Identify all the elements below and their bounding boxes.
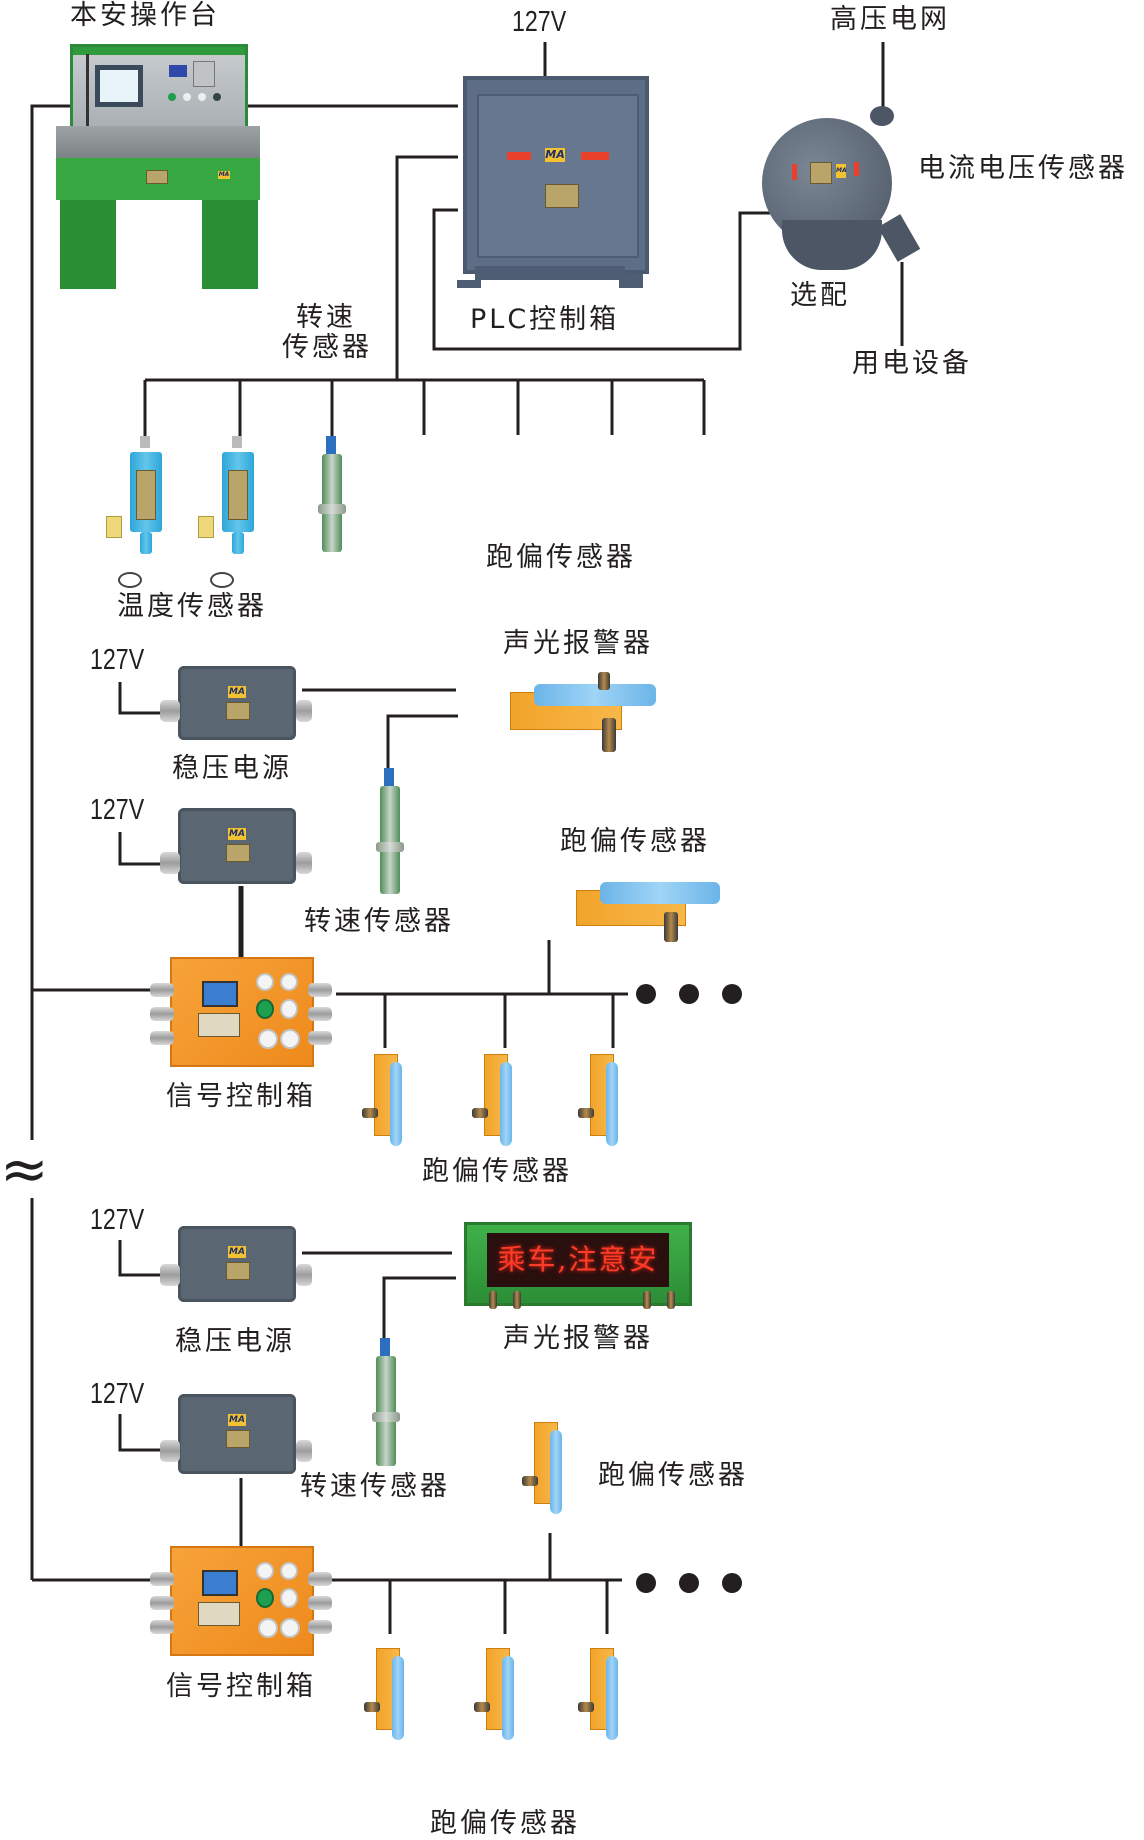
seg1-deviation-sensor	[576, 1052, 630, 1148]
cv-sensor-label: 电流电压传感器	[918, 153, 1128, 184]
seg1-signal-box-label: 信号控制箱	[166, 1081, 316, 1112]
grid-label: 高压电网	[830, 4, 950, 35]
cable-gland	[296, 1440, 312, 1462]
seg1-deviation-sensor-top-label: 跑偏传感器	[560, 826, 710, 857]
seg2-alarm-label: 声光报警器	[503, 1323, 653, 1354]
seg1-audible-visual-alarm	[508, 672, 658, 756]
console-body: MA	[56, 158, 260, 200]
continuation-dot	[722, 984, 742, 1004]
console-button	[168, 93, 176, 101]
temperature-sensor	[194, 436, 264, 588]
seg2-signal-box-label: 信号控制箱	[166, 1671, 316, 1702]
seg1-regulated-power-supply: MA	[178, 666, 296, 740]
nameplate	[545, 184, 579, 208]
continuation-dot	[679, 1573, 699, 1593]
seg1-psu2-voltage: 127V	[90, 794, 145, 826]
console-leg-right	[202, 200, 258, 289]
seg2-deviation-sensors-label: 跑偏传感器	[430, 1808, 580, 1839]
seg2-regulated-power-supply: MA	[178, 1226, 296, 1302]
console-desk	[56, 126, 260, 158]
continuation-dot	[679, 984, 699, 1004]
console-antenna	[86, 54, 89, 154]
speed-sensor-label-line2: 传感器	[282, 332, 372, 363]
seg1-psu2-supply	[118, 832, 170, 866]
cable-gland	[160, 852, 180, 874]
temperature-sensor-label: 温度传感器	[117, 591, 267, 622]
grid-inlet	[870, 106, 894, 126]
seg1-signal-control-box	[146, 955, 336, 1073]
deviation-sensor-label: 跑偏传感器	[486, 542, 636, 573]
seg1-speed-sensor	[368, 768, 412, 900]
seg1-deviation-sensor-horizontal	[574, 870, 722, 946]
seg2-deviation-sensor	[576, 1646, 630, 1742]
seg1-deviation-sensor	[360, 1052, 414, 1148]
seg2-deviation-sensor	[472, 1646, 526, 1742]
seg2-psu1-label: 稳压电源	[175, 1326, 295, 1357]
console-keypad	[193, 61, 215, 87]
plc-enclosure: MA	[463, 76, 649, 274]
load-label: 用电设备	[852, 348, 972, 379]
seg1-regulated-power-supply-2: MA	[178, 808, 296, 884]
plc-label: PLC控制箱	[470, 304, 620, 335]
continuation-dot	[636, 1573, 656, 1593]
seg2-psu1-supply	[118, 1240, 166, 1277]
seg2-psu2-voltage: 127V	[90, 1378, 145, 1410]
seg1-psu1-label: 稳压电源	[172, 753, 292, 784]
line-break-symbol: ≈	[0, 1135, 49, 1203]
console-touchscreen	[95, 65, 143, 107]
speed-sensor	[310, 436, 354, 568]
cable-gland	[296, 852, 312, 874]
ma-mark: MA	[545, 148, 565, 162]
seg2-deviation-sensor	[362, 1646, 416, 1742]
console-display	[169, 65, 187, 77]
seg1-speed-sensor-label: 转速传感器	[304, 906, 454, 937]
seg1-alarm-label: 声光报警器	[503, 628, 653, 659]
speed-sensor-label-line1: 转速	[296, 302, 356, 333]
seg1-psu1-voltage: 127V	[90, 644, 145, 676]
seg1-psu1-supply	[118, 682, 170, 715]
console-button	[183, 93, 191, 101]
led-display-text: 乘车,注意安全!	[487, 1233, 669, 1287]
seg1-speed-alarm-link	[386, 714, 458, 772]
console-leg-left	[60, 200, 116, 289]
seg2-led-alarm-display: 乘车,注意安全!	[464, 1222, 692, 1309]
signal-box-lcd	[202, 981, 238, 1007]
temperature-sensor	[102, 436, 172, 588]
seg2-regulated-power-supply-2: MA	[178, 1394, 296, 1474]
console-control-panel	[70, 44, 248, 132]
plc-stand	[475, 266, 625, 280]
continuation-dot	[636, 984, 656, 1004]
current-voltage-sensor: MA	[760, 100, 921, 280]
plc-supply-voltage: 127V	[512, 6, 567, 38]
seg1-deviation-sensors-label: 跑偏传感器	[422, 1156, 572, 1187]
console-button	[213, 93, 221, 101]
cable-gland	[160, 700, 180, 722]
seg2-psu2-supply	[118, 1414, 166, 1452]
cable-gland	[296, 700, 312, 722]
console-button	[198, 93, 206, 101]
seg2-psu1-voltage: 127V	[90, 1204, 145, 1236]
sensor-body	[782, 220, 882, 270]
intrinsically-safe-console: MA	[52, 44, 262, 289]
plc-cv-sensor-link	[432, 208, 770, 351]
optional-label: 选配	[790, 280, 850, 311]
seg2-speed-sensor	[364, 1338, 408, 1470]
cable-gland	[160, 1264, 180, 1286]
console-label: 本安操作台	[70, 0, 220, 31]
seg2-deviation-sensor-side-label: 跑偏传感器	[598, 1460, 748, 1491]
signal-box-lcd	[202, 1570, 238, 1596]
seg2-signal-control-box	[146, 1544, 336, 1662]
cable-gland	[160, 1440, 180, 1462]
cable-gland	[296, 1264, 312, 1286]
continuation-dot	[722, 1573, 742, 1593]
seg2-speed-alarm-link	[382, 1276, 456, 1340]
plc-sensor-bus-feed	[395, 155, 458, 380]
load-outlet	[877, 214, 921, 262]
seg2-deviation-sensor-side	[520, 1420, 576, 1516]
seg2-speed-sensor-label: 转速传感器	[300, 1471, 450, 1502]
seg1-deviation-sensor	[470, 1052, 524, 1148]
plc-control-box: MA	[455, 76, 655, 301]
